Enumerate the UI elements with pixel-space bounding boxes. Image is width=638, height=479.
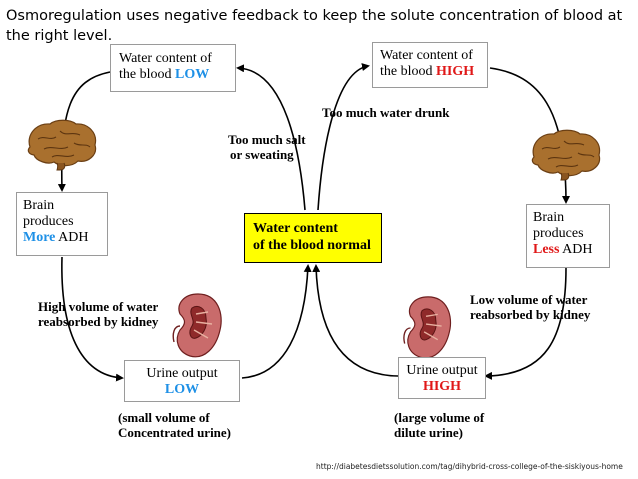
kidney-icon: [172, 293, 222, 358]
right-brain-hormone: ADH: [559, 242, 593, 257]
left-trigger-label: Too much salt or sweating: [228, 132, 306, 162]
left-brain-box: Brain produces More ADH: [16, 192, 108, 256]
source-link[interactable]: http://diabetesdietssolution.com/tag/dih…: [316, 462, 623, 471]
right-reabsorb-label: Low volume of water reabsorbed by kidney: [470, 292, 590, 322]
left-trigger-line1: Too much salt: [228, 132, 306, 147]
diagram-heading: Osmoregulation uses negative feedback to…: [6, 8, 623, 44]
right-urine-note-line2: dilute urine): [394, 425, 463, 440]
left-brain-hormone: ADH: [55, 230, 89, 245]
kidney-icon: [403, 296, 452, 359]
arrow-left-urine-to-center: [241, 264, 312, 379]
left-brain-amount: More: [23, 230, 56, 245]
right-brain-line1: Brain: [533, 210, 565, 225]
right-brain-line3: Less ADH: [533, 242, 609, 258]
left-urine-note: (small volume of Concentrated urine): [118, 410, 231, 440]
brain-icon: [531, 129, 601, 181]
brain-icon: [27, 119, 97, 171]
center-line2: of the blood normal: [253, 238, 371, 253]
right-trigger-label: Too much water drunk: [322, 105, 450, 120]
right-reabsorb-line2: reabsorbed by kidney: [470, 307, 591, 322]
left-reabsorb-label: High volume of water reabsorbed by kidne…: [38, 299, 158, 329]
right-brain-box: Brain produces Less ADH: [526, 204, 610, 268]
center-line1: Water content: [253, 221, 338, 236]
left-urine-note-line1: (small volume of: [118, 410, 210, 425]
right-blood-level: HIGH: [436, 64, 475, 79]
right-urine-note-line1: (large volume of: [394, 410, 485, 425]
right-urine-level: HIGH: [422, 379, 462, 394]
left-blood-line2: the blood LOW: [119, 67, 235, 83]
left-brain-line1: Brain: [23, 198, 55, 213]
left-blood-level: LOW: [175, 67, 210, 82]
left-blood-prefix: the blood: [119, 67, 175, 82]
right-brain-line2: produces: [533, 226, 584, 241]
left-blood-line1: Water content of: [119, 51, 212, 66]
left-urine-note-line2: Concentrated urine): [118, 425, 232, 440]
left-urine-box: Urine output LOW: [124, 360, 240, 402]
left-brain-line3: More ADH: [23, 230, 107, 246]
arrow-right-brain-to-urine: [484, 267, 567, 380]
right-brain-amount: Less: [533, 242, 560, 257]
left-brain-line2: produces: [23, 214, 74, 229]
left-urine-level: LOW: [164, 382, 200, 397]
right-blood-prefix: the blood: [380, 64, 436, 79]
right-blood-line2: the blood HIGH: [380, 64, 487, 80]
right-urine-note: (large volume of dilute urine): [394, 410, 484, 440]
left-reabsorb-line2: reabsorbed by kidney: [38, 314, 159, 329]
left-trigger-line2: or sweating: [230, 147, 294, 162]
right-blood-line1: Water content of: [380, 48, 473, 63]
normal-water-content-box: Water content of the blood normal: [244, 213, 382, 263]
arrow-left-brain-to-urine: [61, 256, 124, 382]
arrow-center-to-right-top: [317, 63, 370, 211]
arrow-center-to-left-top: [236, 64, 306, 211]
right-blood-high-box: Water content of the blood HIGH: [372, 42, 488, 88]
left-blood-low-box: Water content of the blood LOW: [110, 44, 236, 92]
left-reabsorb-line1: High volume of water: [38, 299, 159, 314]
right-trigger-line1: Too much water drunk: [322, 105, 450, 120]
left-urine-line1: Urine output: [146, 366, 218, 381]
arrow-right-urine-to-center: [312, 264, 399, 377]
right-urine-line1: Urine output: [406, 363, 478, 378]
right-reabsorb-line1: Low volume of water: [470, 292, 588, 307]
right-urine-box: Urine output HIGH: [398, 357, 486, 399]
